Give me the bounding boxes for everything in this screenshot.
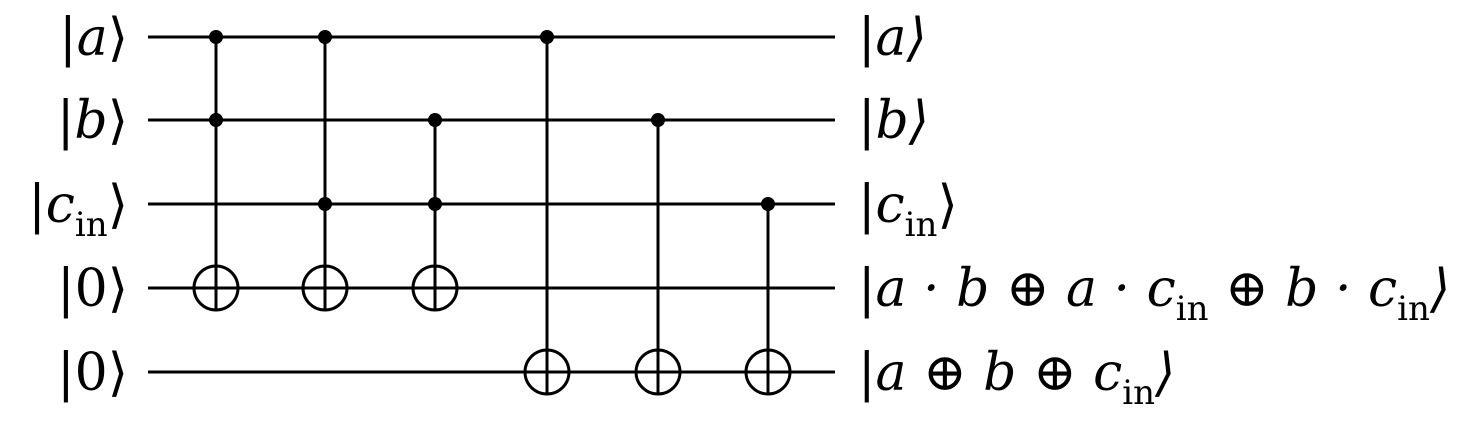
output-label-3: |a · b ⊕ a · cin ⊕ b · cin⟩	[858, 259, 1450, 329]
control-dot	[651, 113, 665, 127]
qubit-wires	[148, 35, 835, 374]
output-labels: |a⟩|b⟩|cin⟩|a · b ⊕ a · cin ⊕ b · cin⟩|a…	[858, 8, 1450, 413]
ket-symbol: b	[74, 91, 107, 151]
control-dot	[209, 113, 223, 127]
ket-subscript: in	[1397, 289, 1430, 329]
input-label-4: |0⟩	[57, 343, 128, 403]
gates	[192, 30, 792, 396]
ket-text: |a · b ⊕ a · c	[858, 259, 1176, 319]
cnot-gate-4	[634, 113, 682, 396]
ket-subscript: in	[905, 205, 938, 245]
input-label-0: |a⟩	[59, 8, 128, 68]
ket-bar: |	[57, 259, 75, 319]
ket-close: ⟩	[937, 175, 957, 235]
control-dot	[318, 30, 332, 44]
control-dot	[318, 197, 332, 211]
output-label-2: |cin⟩	[858, 175, 958, 245]
ket-bar: |	[57, 343, 75, 403]
ket-symbol: 0	[75, 343, 108, 403]
ket-close: ⟩	[108, 259, 128, 319]
ket-text: |b⟩	[858, 91, 929, 151]
ket-bar: |	[59, 8, 77, 68]
output-label-0: |a⟩	[858, 8, 927, 68]
input-label-1: |b⟩	[57, 91, 128, 151]
control-dot	[540, 30, 554, 44]
ket-symbol: a	[77, 8, 108, 68]
ket-subscript: in	[1122, 373, 1155, 413]
ket-symbol: 0	[75, 259, 108, 319]
output-label-1: |b⟩	[858, 91, 929, 151]
ket-text: ⟩	[1429, 259, 1450, 319]
control-dot	[428, 113, 442, 127]
ket-text: ⊕ b · c	[1209, 259, 1398, 319]
ket-subscript: in	[1176, 289, 1209, 329]
toffoli-gate-0	[192, 30, 240, 312]
ket-close: ⟩	[108, 8, 128, 68]
ket-close: ⟩	[108, 91, 128, 151]
ket-subscript: in	[75, 205, 108, 245]
control-dot	[428, 197, 442, 211]
cnot-gate-5	[744, 197, 792, 396]
ket-bar: |	[28, 175, 46, 235]
toffoli-gate-1	[301, 30, 349, 312]
ket-bar: |	[57, 91, 75, 151]
toffoli-gate-2	[411, 113, 459, 312]
ket-text: |a⟩	[858, 8, 927, 68]
control-dot	[761, 197, 775, 211]
ket-symbol: c	[46, 175, 75, 235]
input-label-2: |cin⟩	[28, 175, 128, 245]
ket-close: ⟩	[108, 175, 128, 235]
output-label-4: |a ⊕ b ⊕ cin⟩	[858, 343, 1175, 413]
input-label-3: |0⟩	[57, 259, 128, 319]
ket-text: |a ⊕ b ⊕ c	[858, 343, 1122, 403]
control-dot	[209, 30, 223, 44]
ket-text: ⟩	[1154, 343, 1175, 403]
cnot-gate-3	[523, 30, 571, 396]
input-labels: |a⟩|b⟩|cin⟩|0⟩|0⟩	[28, 8, 128, 403]
ket-close: ⟩	[108, 343, 128, 403]
ket-text: |c	[858, 175, 905, 235]
